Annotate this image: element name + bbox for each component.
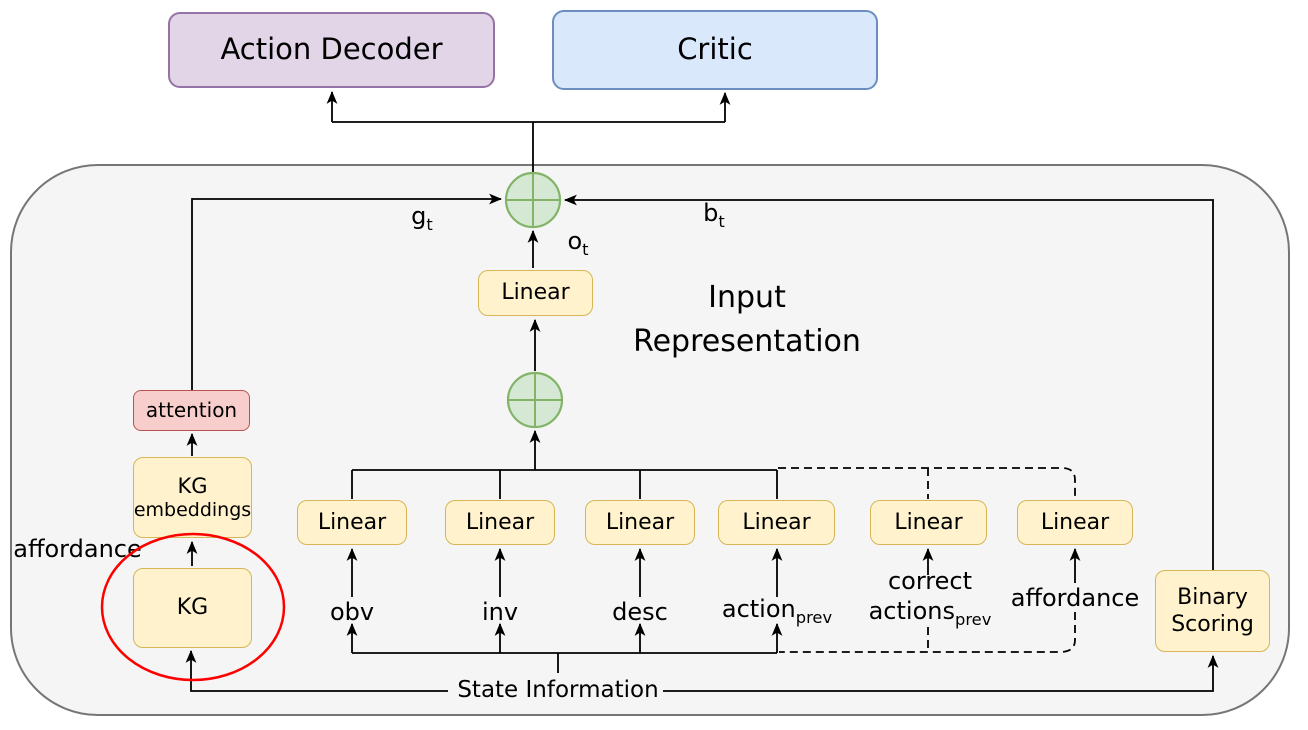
frame-title: Input Representation xyxy=(597,276,897,364)
affordance-kg-label: affordance xyxy=(13,535,142,563)
kg-embeddings-box: KG embeddings xyxy=(133,457,252,538)
wire-gt xyxy=(191,193,503,390)
inv-label: inv xyxy=(481,598,519,626)
frame-title-line1: Input xyxy=(708,280,786,315)
linear-obv-box: Linear xyxy=(297,500,407,545)
kg-box: KG xyxy=(133,568,252,648)
desc-label: desc xyxy=(612,598,668,626)
wire-state-to-kg xyxy=(185,649,448,692)
frame-title-line2: Representation xyxy=(633,324,861,359)
linear-aggregate-box: Linear xyxy=(478,270,593,316)
linear-correct-actions-box: Linear xyxy=(870,500,987,545)
action-decoder-box: Action Decoder xyxy=(168,12,495,88)
critic-label: Critic xyxy=(677,32,753,67)
affordance-label: affordance xyxy=(1010,584,1140,612)
critic-box: Critic xyxy=(552,10,878,90)
binary-scoring-box: Binary Scoring xyxy=(1155,570,1270,652)
correct-actions-label: correct actionsprev xyxy=(868,567,992,629)
state-information-label: State Information xyxy=(457,677,659,703)
sum-node-middle xyxy=(506,371,564,429)
sum-node-top xyxy=(504,171,562,229)
dashed-bottom-rail xyxy=(779,612,1076,653)
linear-actionprev-box: Linear xyxy=(718,500,835,545)
wire-bt xyxy=(563,194,1214,570)
gt-label: gt xyxy=(411,202,433,234)
bt-label: bt xyxy=(703,199,725,231)
linear-inv-box: Linear xyxy=(445,500,555,545)
actionprev-label: actionprev xyxy=(721,595,833,627)
action-decoder-label: Action Decoder xyxy=(220,32,443,67)
linear-desc-box: Linear xyxy=(585,500,695,545)
ot-label: ot xyxy=(567,227,589,259)
linear-affordance-box: Linear xyxy=(1017,500,1133,545)
obv-label: obv xyxy=(329,598,375,626)
wire-state-to-binary-scoring xyxy=(663,654,1219,692)
dashed-top-rail xyxy=(778,467,1076,499)
attention-box: attention xyxy=(133,390,250,431)
